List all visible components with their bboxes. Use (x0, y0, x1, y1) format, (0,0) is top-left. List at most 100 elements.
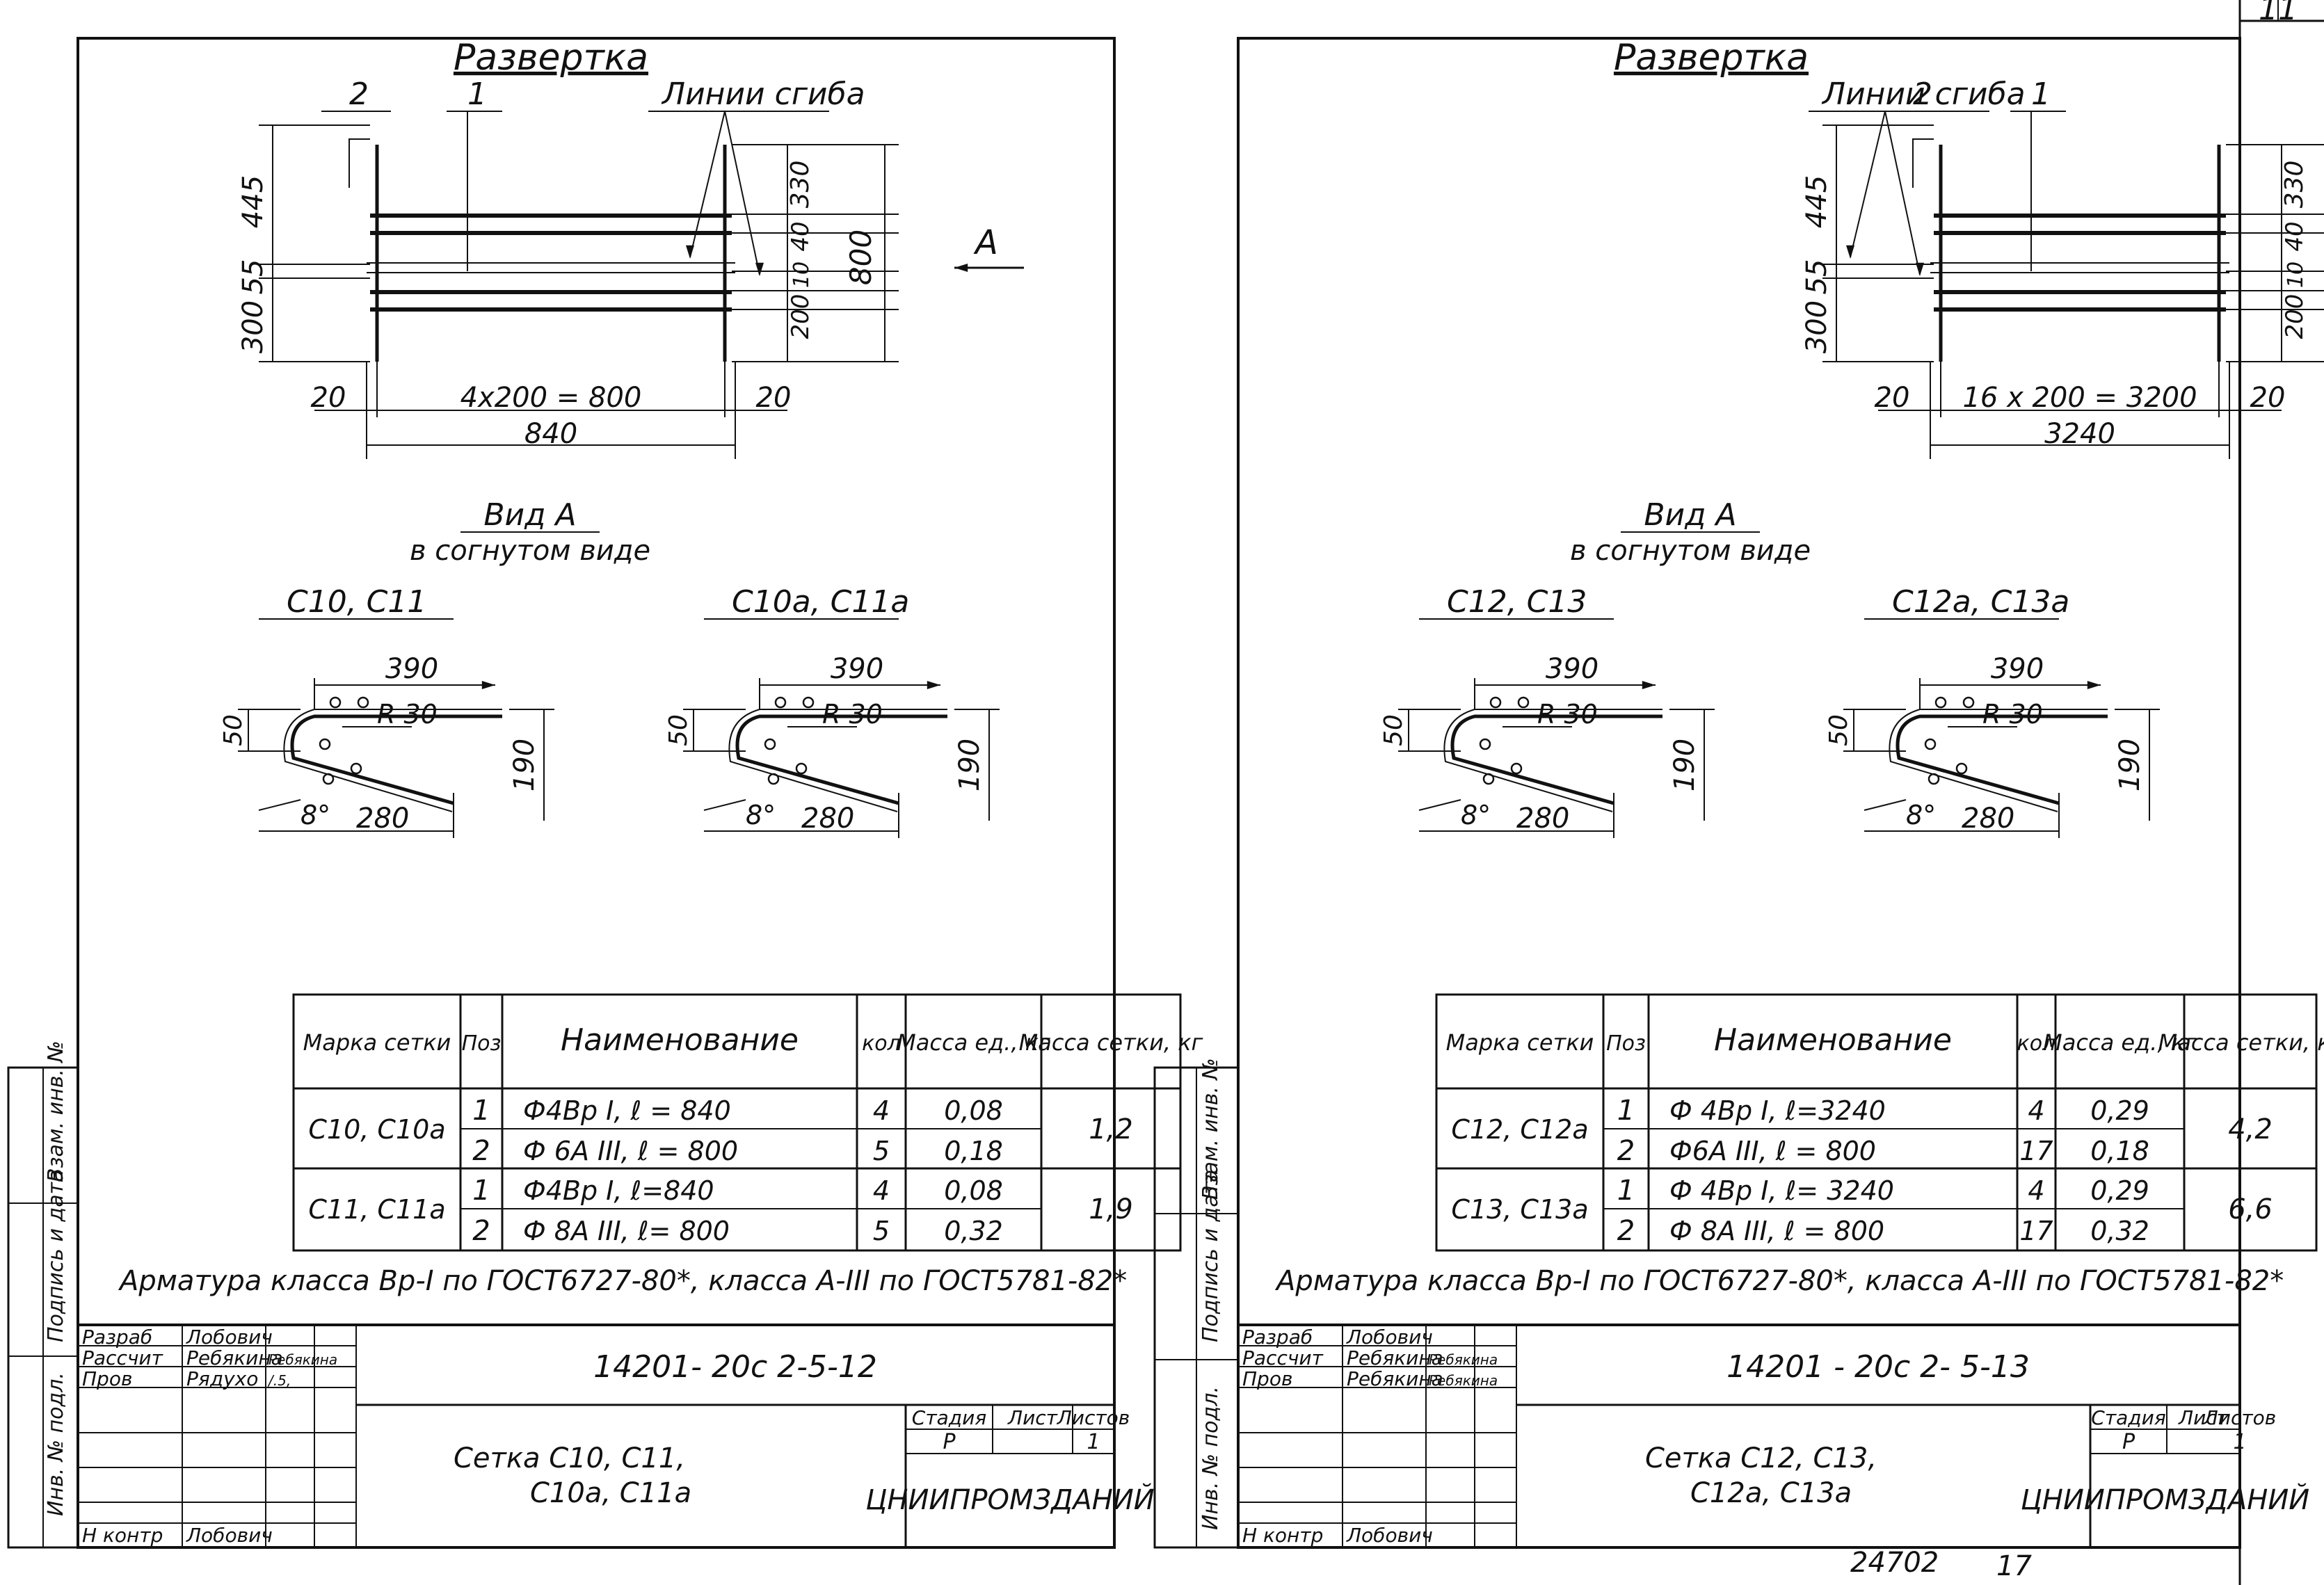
rebar-dot (357, 696, 369, 709)
spec-header: Масса сетки, кг (2158, 1029, 2324, 1056)
dim-330: 330 (786, 161, 815, 209)
radius-label: R 30 (377, 699, 438, 730)
spec-mark: С11, С11а (308, 1194, 445, 1225)
organization: ЦНИИПРОМЗДАНИЙ (865, 1483, 1154, 1516)
dim-edge-left: 20 (1875, 382, 1910, 414)
spec-header: Масса ед., кг (897, 1029, 1050, 1056)
radius-label: R 30 (822, 699, 883, 730)
stamp-name: Лобович (1346, 1524, 1433, 1547)
dim-300: 300 (237, 300, 269, 353)
spec-table (1435, 993, 2318, 1252)
arrow-head (686, 245, 694, 259)
spec-pos: 1 (1617, 1175, 1635, 1207)
spec-qty: 5 (873, 1136, 890, 1166)
stage-label: Стадия (2091, 1406, 2165, 1429)
rebar-dot (350, 762, 362, 775)
dim-280: 280 (356, 803, 409, 835)
sheet-label: Лист (2178, 1406, 2229, 1429)
stamp-role: Пров (1242, 1367, 1292, 1390)
angle-label: 8° (746, 800, 776, 830)
dim-190: 190 (954, 739, 986, 791)
sheets-count: 1 (1087, 1430, 1100, 1454)
arrow-head (755, 262, 764, 276)
spec-name: Ф4Вр I, ℓ=840 (523, 1175, 714, 1206)
spec-header: кол (862, 1031, 901, 1056)
arrow-head (1916, 262, 1924, 276)
stamp-signature: /.5, (267, 1372, 291, 1389)
spec-header: Поз (462, 1031, 502, 1056)
hook-profile (290, 714, 502, 805)
rebar-dot (774, 696, 787, 709)
dim-10: 10 (790, 262, 814, 288)
view-a-title: Вид А (1644, 497, 1736, 533)
dim-190: 190 (2114, 739, 2146, 791)
spec-pos: 2 (1617, 1215, 1635, 1247)
arrow-head (954, 264, 968, 272)
stamp-role: Н контр (1242, 1524, 1323, 1547)
dim-280: 280 (1962, 803, 2014, 835)
stamp-name: Ребякина (1347, 1367, 1443, 1390)
stamp-role: Рассчит (82, 1346, 163, 1369)
dim-280: 280 (801, 803, 854, 835)
spec-qty: 4 (873, 1095, 890, 1126)
side-label-vzam: Взам. инв. № (44, 1040, 68, 1182)
spec-unit: 0,29 (2090, 1175, 2149, 1206)
bend-lines-label: Линии сгиба (661, 77, 865, 112)
spec-mark: С12, С12а (1451, 1114, 1588, 1145)
dim-50: 50 (1825, 714, 1853, 746)
spec-unit: 0,32 (2090, 1216, 2149, 1246)
drawing-code: 14201 - 20с 2- 5-13 (1726, 1349, 2030, 1385)
dim-spacing: 16 x 200 = 3200 (1962, 382, 2197, 414)
spec-pos: 2 (472, 1135, 490, 1167)
radius-label: R 30 (1982, 699, 2043, 730)
spec-qty: 4 (2028, 1175, 2044, 1206)
rebar-dot (764, 738, 776, 750)
rebar-dot (795, 762, 808, 775)
hook-profile-inner (283, 709, 502, 812)
middle-label-inv: Инв. № подл. (1199, 1386, 1223, 1530)
sheets-label: Листов (2203, 1406, 2277, 1429)
dim-300: 300 (1801, 300, 1833, 353)
spec-qty: 17 (2019, 1136, 2053, 1166)
spec-name: Ф 8А III, ℓ = 800 (1669, 1216, 1884, 1246)
dim-40: 40 (2281, 221, 2309, 251)
spec-header: Наименование (1714, 1022, 1952, 1058)
dim-390: 390 (1991, 653, 2044, 685)
archive-number: 24702 (1850, 1547, 1939, 1579)
stage-value: Р (943, 1430, 956, 1454)
rebar-dot (1479, 738, 1491, 750)
stamp-name: Лобович (186, 1326, 273, 1349)
spec-header: Наименование (561, 1022, 799, 1058)
hook-profile-inner (728, 709, 947, 812)
spec-name: Ф 6А III, ℓ = 800 (523, 1136, 738, 1166)
stamp-role: Н контр (82, 1524, 163, 1547)
spec-total: 6,6 (2228, 1193, 2273, 1225)
spec-unit: 0,29 (2090, 1095, 2149, 1126)
sheets-label: Листов (1057, 1406, 1130, 1429)
spec-header: Масса сетки, кг (1019, 1029, 1203, 1056)
dim-edge-right: 20 (2250, 382, 2286, 414)
dim-length: 3240 (2044, 418, 2115, 450)
radius-label: R 30 (1537, 699, 1598, 730)
view-a-subtitle: в согнутом виде (1570, 535, 1811, 567)
rebar-dot (1482, 773, 1495, 785)
stamp-name: Лобович (186, 1524, 273, 1547)
rebar-dot (1517, 696, 1530, 709)
stamp-name: Лобович (1346, 1326, 1433, 1349)
stamp-name: Рядухо (186, 1367, 258, 1390)
drawing-code: 14201- 20с 2-5-12 (593, 1349, 877, 1385)
callout-1: 1 (467, 77, 487, 112)
bend-leader (1850, 111, 1886, 258)
middle-label-vzam: Взам. инв. № (1199, 1058, 1223, 1200)
hook-profile (1896, 714, 2108, 805)
stamp-role: Рассчит (1242, 1346, 1324, 1369)
stamp-role: Разраб (1242, 1326, 1313, 1349)
bend-leader (1884, 111, 1921, 275)
spec-header: Масса ед., кг (2043, 1029, 2197, 1056)
stage-value: Р (2122, 1430, 2135, 1454)
rebar-dot (767, 773, 780, 785)
dim-190: 190 (508, 739, 540, 791)
spec-unit: 0,18 (944, 1136, 1003, 1166)
dim-390: 390 (1546, 653, 1598, 685)
dim-40: 40 (787, 221, 815, 251)
